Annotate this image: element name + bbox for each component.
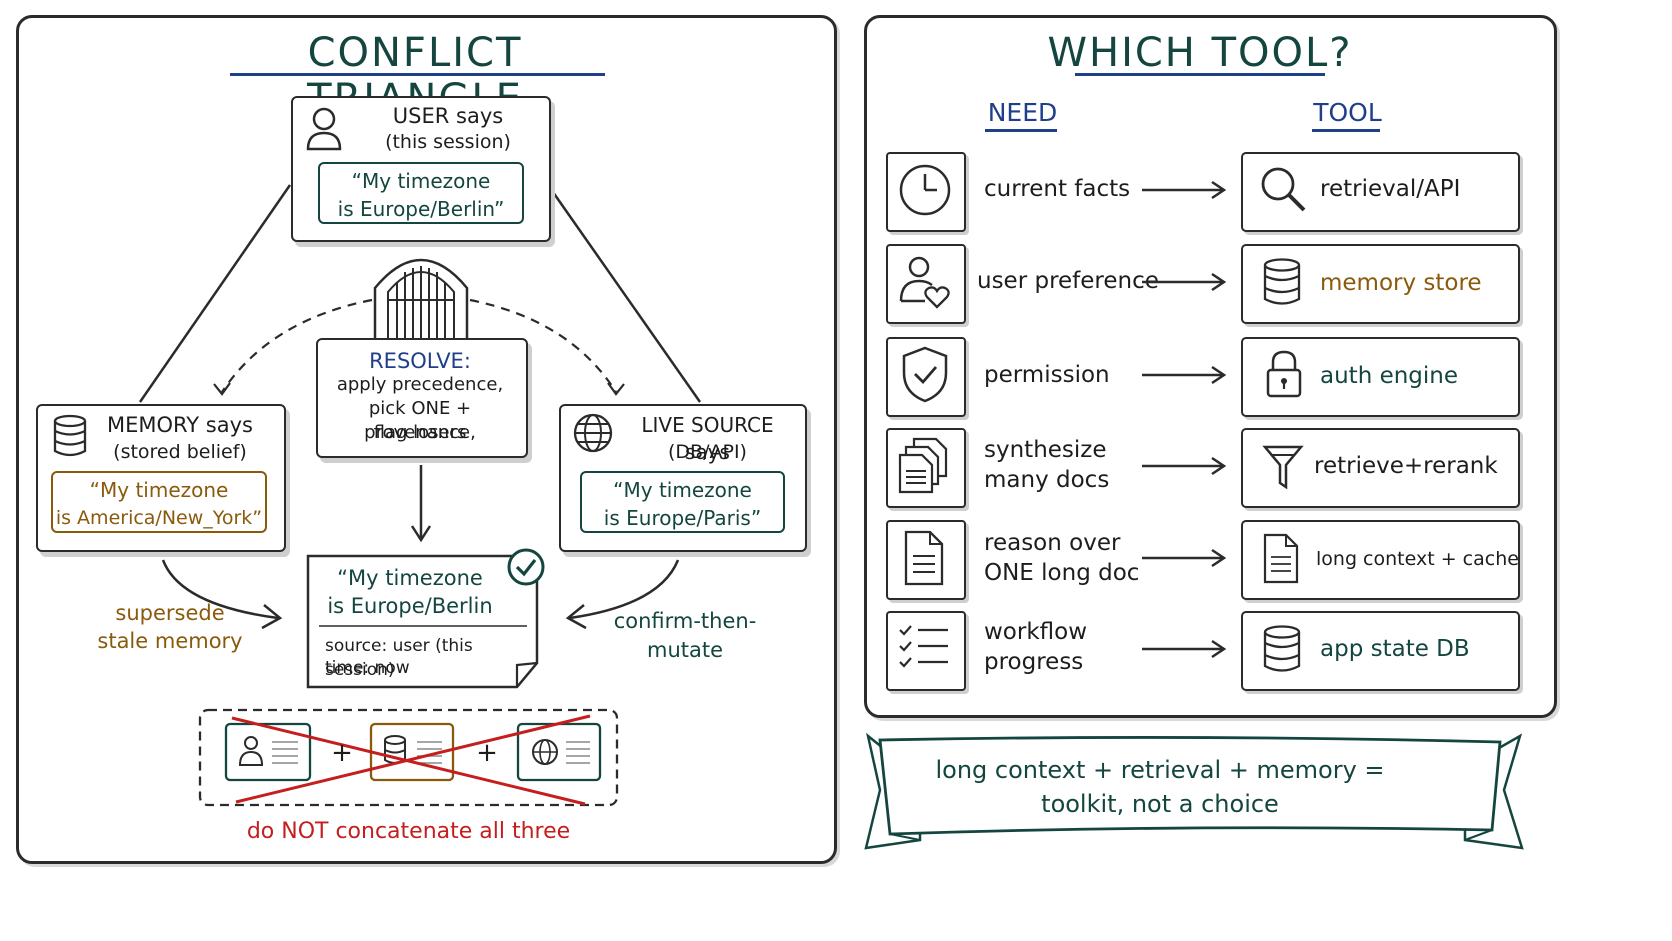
tool-box bbox=[1241, 611, 1520, 691]
shield-check-icon bbox=[902, 346, 948, 403]
live-quote-line-2: is Europe/Paris” bbox=[603, 506, 762, 530]
need-label: current facts bbox=[984, 176, 1131, 202]
supersede-label-line-1: supersede bbox=[115, 601, 225, 625]
document-icon bbox=[904, 530, 944, 586]
tool-underline bbox=[1312, 129, 1380, 132]
user-header: USER says bbox=[392, 104, 504, 128]
user-card-icon bbox=[224, 722, 312, 782]
memory-subheader: (stored belief) bbox=[113, 441, 247, 463]
toolkit-banner bbox=[864, 732, 1524, 850]
memory-says-box bbox=[36, 404, 286, 552]
tool-box bbox=[1241, 428, 1520, 508]
need-header: NEED bbox=[987, 98, 1058, 127]
need-label: reason over ONE long doc bbox=[984, 530, 1140, 586]
live-subheader: (DB/API) bbox=[668, 441, 747, 463]
need-label: synthesize many docs bbox=[984, 437, 1110, 493]
need-icon-box bbox=[886, 244, 966, 324]
concatenation-crossed-out bbox=[198, 708, 619, 807]
confirm-label-line-1: confirm-then- bbox=[613, 609, 757, 633]
need-label: user preference bbox=[977, 268, 1159, 294]
result-note bbox=[306, 554, 539, 689]
row-arrow bbox=[1142, 365, 1227, 385]
tool-label: auth engine bbox=[1320, 363, 1459, 389]
database-icon bbox=[53, 414, 87, 457]
resolve-line-2: pick ONE + provenance, bbox=[364, 398, 476, 443]
red-cross-line-2 bbox=[235, 714, 591, 804]
globe-icon bbox=[573, 413, 613, 453]
banner-line-2: toolkit, not a choice bbox=[1041, 790, 1279, 818]
live-card-icon bbox=[516, 722, 602, 782]
result-source: source: user (this session) bbox=[325, 636, 473, 680]
database-icon bbox=[1263, 258, 1301, 305]
plus-sign-2: + bbox=[476, 738, 498, 768]
tool-label: memory store bbox=[1320, 270, 1482, 296]
funnel-icon bbox=[1262, 445, 1304, 490]
need-label: permission bbox=[984, 362, 1110, 388]
tool-header: TOOL bbox=[1313, 98, 1382, 127]
live-quote-line-1: “My timezone bbox=[613, 478, 752, 502]
tool-label: retrieve+rerank bbox=[1314, 453, 1498, 479]
tool-box bbox=[1241, 244, 1520, 324]
person-icon bbox=[306, 107, 342, 151]
need-label: workflow progress bbox=[984, 619, 1088, 675]
checklist-icon bbox=[899, 625, 948, 668]
supersede-label-line-2: stale memory bbox=[97, 629, 243, 653]
resolve-title: RESOLVE: bbox=[369, 349, 471, 373]
document-icon bbox=[1263, 533, 1299, 584]
memory-to-result-arrow bbox=[161, 559, 279, 620]
resolve-to-live-dashed-arrow bbox=[469, 298, 617, 393]
need-icon-box bbox=[886, 520, 966, 600]
which-tool-title: WHICH TOOL? bbox=[1047, 30, 1353, 76]
do-not-concatenate-warning: do NOT concatenate all three bbox=[246, 819, 571, 844]
memory-quote-line-1: “My timezone bbox=[89, 478, 229, 502]
tool-box bbox=[1241, 520, 1520, 600]
resolve-to-memory-dashed-arrow bbox=[221, 298, 373, 393]
title-underline bbox=[230, 73, 605, 76]
need-icon-box bbox=[886, 611, 966, 691]
tool-label: app state DB bbox=[1320, 636, 1470, 662]
memory-quote-line-2: is America/New_York” bbox=[55, 507, 263, 529]
memory-header: MEMORY says bbox=[107, 413, 253, 437]
user-quote-line-2: is Europe/Berlin” bbox=[337, 197, 505, 221]
which-tool-underline bbox=[1075, 73, 1325, 76]
database-icon bbox=[1263, 625, 1301, 672]
row-arrow bbox=[1142, 639, 1227, 659]
tool-label: long context + cache bbox=[1316, 548, 1519, 570]
user-memory-line bbox=[138, 184, 292, 403]
result-quote-line-2: is Europe/Berlin bbox=[327, 594, 493, 618]
padlock-icon bbox=[1266, 350, 1302, 398]
live-quote: “My timezone is Europe/Paris” bbox=[580, 471, 785, 533]
tool-box bbox=[1241, 152, 1520, 232]
resolve-line-3: flag losers bbox=[373, 422, 467, 443]
user-subheader: (this session) bbox=[385, 131, 511, 153]
live-header: LIVE SOURCE says bbox=[641, 413, 774, 464]
row-arrow bbox=[1142, 456, 1227, 476]
need-underline bbox=[985, 129, 1057, 132]
clock-icon bbox=[899, 164, 951, 216]
magnifier-icon bbox=[1261, 167, 1306, 212]
plus-sign-1: + bbox=[331, 738, 353, 768]
user-live-line bbox=[546, 184, 702, 403]
row-arrow bbox=[1142, 548, 1227, 568]
result-quote-line-1: “My timezone bbox=[337, 566, 483, 590]
documents-icon bbox=[898, 437, 948, 494]
confirm-label-line-2: mutate bbox=[646, 638, 724, 662]
result-time: time: now bbox=[325, 658, 410, 678]
live-to-result-arrow bbox=[569, 559, 680, 620]
user-quote: “My timezone is Europe/Berlin” bbox=[318, 162, 524, 224]
banner-line-1: long context + retrieval + memory = bbox=[935, 756, 1385, 784]
tool-label: retrieval/API bbox=[1320, 176, 1461, 202]
user-heart-icon bbox=[899, 256, 950, 309]
tool-box bbox=[1241, 337, 1520, 417]
row-arrow bbox=[1142, 180, 1227, 200]
resolve-box bbox=[316, 338, 528, 458]
need-icon-box bbox=[886, 337, 966, 417]
user-quote-line-1: “My timezone bbox=[351, 169, 491, 193]
memory-quote: “My timezone is America/New_York” bbox=[51, 471, 267, 533]
resolve-line-1: apply precedence, bbox=[336, 374, 504, 395]
checkmark-icon bbox=[507, 548, 545, 586]
row-arrow bbox=[1142, 272, 1227, 292]
